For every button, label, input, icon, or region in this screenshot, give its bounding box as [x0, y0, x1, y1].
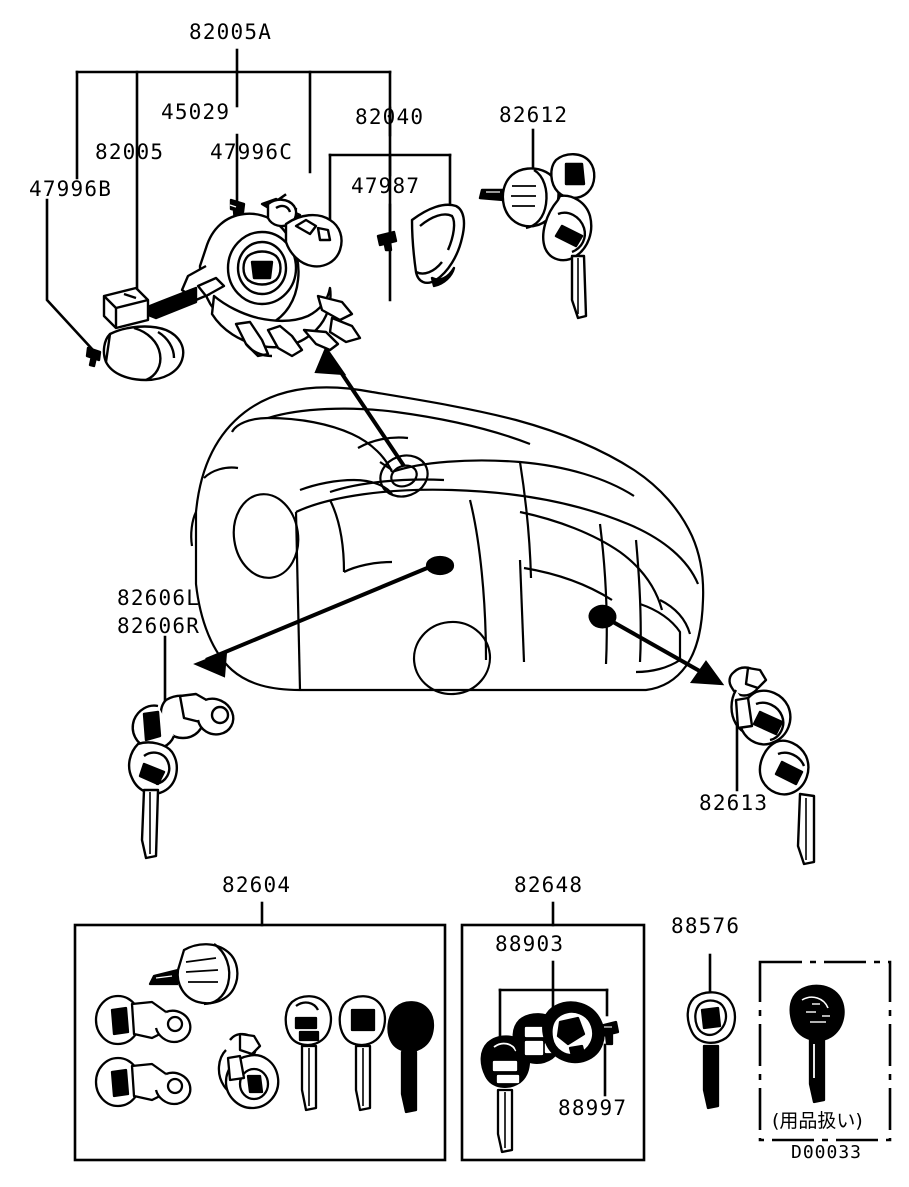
part-82005A-housing: [144, 198, 362, 358]
car-tailgate-lock-marker: [588, 604, 617, 629]
car-interior-seat-base: [343, 560, 393, 573]
part-82040-cover: [410, 203, 466, 288]
label-47996C: 47996C: [210, 140, 294, 164]
lockset-door-cylinder-2: [94, 1056, 192, 1108]
label-88997: 88997: [558, 1096, 628, 1120]
box-accessory-dashdot: [758, 960, 892, 1142]
label-82604: 82604: [222, 873, 292, 897]
label-45029: 45029: [161, 100, 231, 124]
car-front-door-top: [329, 478, 445, 494]
car-headlamp: [203, 466, 239, 479]
box-82604-contents: [94, 943, 435, 1114]
car-a-pillar-lower: [294, 511, 302, 691]
label-47987: 47987: [351, 174, 421, 198]
keyset-screw-88997: [598, 1020, 620, 1046]
part-47987-pin: [376, 230, 398, 252]
leader-47996B-tail: [45, 198, 95, 352]
label-82606R: 82606R: [117, 614, 201, 638]
lockset-key-1: [284, 995, 333, 1112]
arrow-tailgate-head: [689, 660, 725, 686]
label-82005A: 82005A: [189, 20, 273, 44]
label-82005: 82005: [95, 140, 165, 164]
lockset-door-cylinder-1: [94, 994, 192, 1046]
car-interior-seat-back: [329, 499, 346, 573]
label-82606L: 82606L: [117, 586, 201, 610]
accessory-box-group: [758, 960, 892, 1142]
car-rear-quarter-line: [523, 566, 613, 601]
car-beltline: [295, 488, 700, 585]
arrow-tailgate-line: [605, 616, 713, 680]
car-windshield-top: [267, 407, 531, 446]
label-47996B: 47996B: [29, 177, 113, 201]
car-rear-door-seam: [518, 559, 526, 663]
car-rear-side-window: [519, 510, 664, 611]
part-88576-blank-key: [686, 991, 737, 1110]
accessory-note-jp: (用品扱い): [772, 1110, 863, 1132]
callout-arrows-group: [193, 345, 725, 686]
ignition-lock-assembly: [85, 197, 466, 382]
accessory-black-key: [789, 984, 845, 1104]
part-82606-door-lock-key: [127, 692, 235, 860]
keyset-cover-right: [542, 1001, 605, 1064]
part-82613-tailgate-lock-key: [728, 666, 816, 866]
box-82604: [73, 923, 447, 1162]
box-82648-contents: [480, 1001, 620, 1154]
part-82005-block: [102, 286, 150, 330]
car-instrument-hood: [357, 436, 409, 449]
lockset-key-2: [338, 995, 387, 1112]
car-steering-wheel-hub: [390, 464, 418, 488]
box-82648: [460, 923, 646, 1162]
car-dash-top: [299, 478, 393, 495]
part-82612-cylinder-key: [478, 153, 596, 320]
lockset-ignition-cylinder: [148, 943, 239, 1006]
arrow-door-lock-head: [193, 650, 228, 678]
label-82040: 82040: [355, 105, 425, 129]
car-tailgate-edge: [659, 599, 692, 635]
car-tail-lamp: [635, 602, 682, 674]
arrow-door-lock-line: [205, 564, 433, 662]
car-front-wheel-arch: [232, 493, 300, 579]
vehicle-illustration: [190, 386, 705, 696]
car-windshield-pillar: [518, 461, 533, 579]
lockset-tailgate-cylinder: [217, 1032, 280, 1110]
car-rear-wheel-arch: [412, 620, 492, 696]
label-88903: 88903: [495, 932, 565, 956]
car-hood-line: [231, 416, 394, 473]
label-82612: 82612: [499, 103, 569, 127]
label-82648: 82648: [514, 873, 584, 897]
part-47996B-screw: [85, 346, 102, 368]
label-88576: 88576: [671, 914, 741, 938]
car-steering-column: [379, 461, 393, 471]
lockset-key-3: [387, 1001, 435, 1114]
part-lower-cover: [102, 325, 185, 382]
car-body-outline: [194, 386, 705, 692]
car-d-pillar: [634, 539, 642, 663]
car-front-bumper: [190, 511, 197, 547]
arrow-ignition-head: [314, 345, 347, 376]
diagram-code: D00033: [791, 1142, 863, 1163]
label-82613: 82613: [699, 791, 769, 815]
